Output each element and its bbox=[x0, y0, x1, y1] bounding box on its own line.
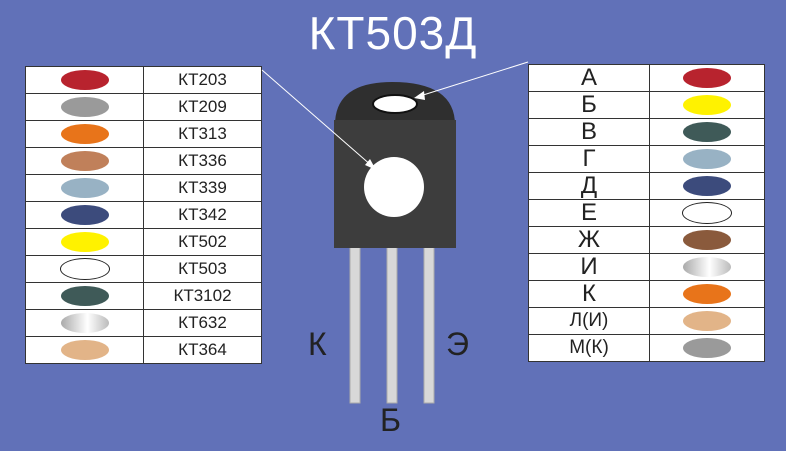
table-row: Д bbox=[528, 172, 765, 200]
color-oval bbox=[60, 340, 109, 360]
letter-code: В bbox=[528, 118, 650, 146]
transistor-name: КТ336 bbox=[143, 147, 262, 175]
table-row: К bbox=[528, 280, 765, 308]
letter-code: М(К) bbox=[528, 334, 650, 362]
color-oval bbox=[682, 202, 732, 224]
color-oval bbox=[60, 97, 109, 117]
table-row: КТ632 bbox=[25, 309, 262, 337]
table-row: И bbox=[528, 253, 765, 281]
letter-code: Е bbox=[528, 199, 650, 227]
pin-label-collector: К bbox=[308, 326, 327, 362]
transistor-name: КТ339 bbox=[143, 174, 262, 202]
transistor-name: КТ502 bbox=[143, 228, 262, 256]
color-oval bbox=[683, 284, 731, 304]
color-oval bbox=[60, 151, 109, 171]
transistor-name: КТ364 bbox=[143, 336, 262, 364]
color-oval bbox=[683, 95, 731, 115]
letter-code: Г bbox=[528, 145, 650, 173]
color-oval bbox=[683, 68, 731, 88]
table-row: КТ3102 bbox=[25, 282, 262, 310]
pin-label-emitter: Э bbox=[446, 326, 469, 362]
table-row: Ж bbox=[528, 226, 765, 254]
color-oval bbox=[683, 230, 731, 250]
letter-code: Л(И) bbox=[528, 307, 650, 335]
pointer-line-right bbox=[419, 61, 529, 97]
color-oval bbox=[683, 176, 731, 196]
color-oval bbox=[683, 122, 731, 142]
table-row: КТ313 bbox=[25, 120, 262, 148]
arrowhead-left bbox=[365, 159, 376, 170]
color-oval bbox=[59, 258, 110, 280]
table-row: КТ203 bbox=[25, 66, 262, 94]
table-row: Б bbox=[528, 91, 765, 119]
table-row: Е bbox=[528, 199, 765, 227]
page-title: КТ503Д bbox=[308, 7, 478, 59]
transistor-name: КТ342 bbox=[143, 201, 262, 229]
color-oval bbox=[683, 149, 731, 169]
letter-code: Б bbox=[528, 91, 650, 119]
lead-emitter bbox=[423, 244, 435, 404]
table-row: М(К) bbox=[528, 334, 765, 362]
table-row: Г bbox=[528, 145, 765, 173]
lead-collector bbox=[349, 244, 361, 404]
color-oval bbox=[60, 178, 109, 198]
table-row: КТ364 bbox=[25, 336, 262, 364]
color-oval bbox=[683, 338, 731, 358]
color-oval bbox=[683, 257, 731, 277]
lead-base bbox=[386, 244, 398, 404]
table-row: КТ339 bbox=[25, 174, 262, 202]
pointer-line-left bbox=[261, 69, 373, 167]
color-oval bbox=[60, 232, 109, 252]
mounting-hole bbox=[372, 94, 418, 114]
table-row: В bbox=[528, 118, 765, 146]
transistor-name: КТ209 bbox=[143, 93, 262, 121]
table-row: КТ502 bbox=[25, 228, 262, 256]
letter-code: А bbox=[528, 64, 650, 92]
transistor-name: КТ313 bbox=[143, 120, 262, 148]
table-row: КТ342 bbox=[25, 201, 262, 229]
color-oval bbox=[60, 313, 109, 333]
transistor-name: КТ3102 bbox=[143, 282, 262, 310]
color-oval bbox=[60, 286, 109, 306]
color-oval bbox=[60, 205, 109, 225]
table-row: А bbox=[528, 64, 765, 92]
table-row: КТ336 bbox=[25, 147, 262, 175]
color-oval bbox=[60, 124, 109, 144]
transistor-name: КТ632 bbox=[143, 309, 262, 337]
table-row: КТ209 bbox=[25, 93, 262, 121]
table-row: Л(И) bbox=[528, 307, 765, 335]
color-oval bbox=[683, 311, 731, 331]
table-row: КТ503 bbox=[25, 255, 262, 283]
letter-code: Ж bbox=[528, 226, 650, 254]
color-mark bbox=[364, 157, 424, 217]
pin-label-base: Б bbox=[380, 402, 401, 438]
color-oval bbox=[60, 70, 109, 90]
arrowhead-right bbox=[414, 91, 425, 100]
